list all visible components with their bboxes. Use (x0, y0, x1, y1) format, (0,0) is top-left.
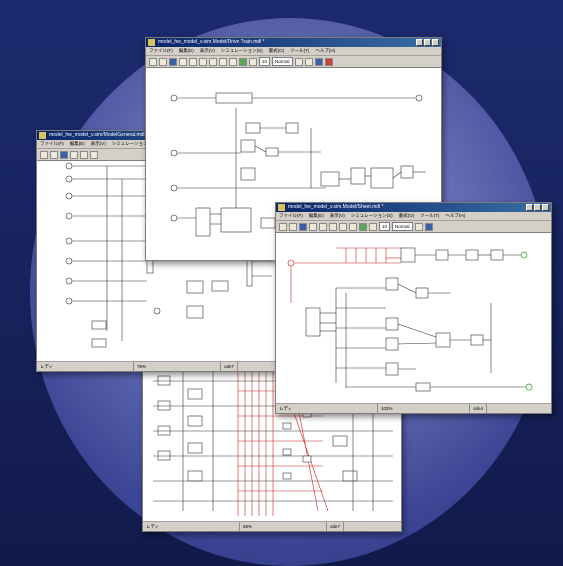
menu-edit[interactable]: 編集(E) (308, 213, 324, 218)
window-title: model_hw_model_v.sim.Model/Sheet.mdl * (288, 204, 384, 210)
status-zoom: 103% (378, 404, 470, 413)
menu-format[interactable]: 書式(O) (268, 48, 285, 53)
copy-icon[interactable] (199, 57, 207, 66)
new-icon[interactable] (279, 222, 287, 231)
minimize-button[interactable] (416, 39, 423, 46)
sim-mode-select[interactable]: Normal (272, 57, 293, 66)
copy-icon[interactable] (329, 222, 337, 231)
status-ready: レディ (276, 404, 378, 413)
menu-edit[interactable]: 編集(E) (69, 141, 85, 146)
app-icon (278, 204, 285, 211)
window-title: model_hw_model_v.sim/ModelGeneral.mdl (49, 132, 145, 138)
app-icon (148, 39, 155, 46)
stop-time-input[interactable]: 10 (259, 57, 271, 66)
sim-mode-select[interactable]: Normal (392, 222, 413, 231)
window-controls (416, 39, 439, 46)
status-ready: レディ (143, 522, 240, 531)
app-icon (39, 132, 46, 139)
library-icon[interactable] (294, 57, 303, 66)
menu-bar-top: ファイル(F) 編集(E) 表示(V) シミュレーション(S) 書式(O) ツー… (146, 47, 441, 56)
menu-file[interactable]: ファイル(F) (40, 141, 64, 146)
status-zoom: 59% (240, 522, 327, 531)
window-controls (526, 204, 549, 211)
menu-tools[interactable]: ツール(T) (290, 48, 310, 53)
paste-icon[interactable] (339, 222, 347, 231)
menu-edit[interactable]: 編集(E) (178, 48, 194, 53)
open-icon[interactable] (159, 57, 167, 66)
status-solver: ode7 (221, 362, 239, 371)
status-solver: ode7 (327, 522, 345, 531)
print-icon[interactable] (179, 57, 187, 66)
menu-view[interactable]: 表示(V) (199, 48, 215, 53)
open-icon[interactable] (289, 222, 297, 231)
debug-icon[interactable] (314, 57, 323, 66)
title-bar-top[interactable]: model_hw_model_v.sim.Model/Drive Train.m… (146, 38, 441, 47)
record-icon[interactable] (324, 57, 333, 66)
copy-icon[interactable] (90, 150, 98, 159)
close-button[interactable] (432, 39, 439, 46)
menu-bar-right: ファイル(F) 編集(E) 表示(V) シミュレーション(S) 書式(O) ツー… (276, 212, 551, 221)
menu-simulation[interactable]: シミュレーション(S) (111, 141, 154, 146)
save-icon[interactable] (60, 150, 68, 159)
save-icon[interactable] (299, 222, 307, 231)
stop-icon[interactable] (249, 57, 257, 66)
stop-time-input[interactable]: 10 (379, 222, 391, 231)
explorer-icon[interactable] (304, 57, 313, 66)
menu-view[interactable]: 表示(V) (90, 141, 106, 146)
menu-file[interactable]: ファイル(F) (279, 213, 303, 218)
cut-icon[interactable] (189, 57, 197, 66)
debug-icon[interactable] (424, 222, 433, 231)
diagram-canvas-right[interactable] (276, 233, 551, 404)
menu-help[interactable]: ヘルプ(H) (315, 48, 336, 53)
open-icon[interactable] (50, 150, 58, 159)
window-title: model_hw_model_v.sim.Model/Drive Train.m… (158, 39, 265, 45)
save-icon[interactable] (169, 57, 177, 66)
maximize-button[interactable] (534, 204, 541, 211)
play-icon[interactable] (359, 222, 367, 231)
menu-tools[interactable]: ツール(T) (420, 213, 440, 218)
menu-view[interactable]: 表示(V) (329, 213, 345, 218)
status-solver: ode4 (470, 404, 488, 413)
toolbar-right: 10 Normal (276, 221, 551, 233)
cut-icon[interactable] (319, 222, 327, 231)
status-bar-bottom: レディ 59% ode7 (143, 521, 401, 531)
print-icon[interactable] (70, 150, 78, 159)
menu-format[interactable]: 書式(O) (398, 213, 415, 218)
menu-help[interactable]: ヘルプ(H) (445, 213, 466, 218)
paste-icon[interactable] (209, 57, 217, 66)
library-icon[interactable] (414, 222, 423, 231)
title-bar-right[interactable]: model_hw_model_v.sim.Model/Sheet.mdl * (276, 203, 551, 212)
menu-file[interactable]: ファイル(F) (149, 48, 173, 53)
undo-icon[interactable] (349, 222, 357, 231)
stop-icon[interactable] (369, 222, 377, 231)
diagram-canvas-top[interactable] (146, 68, 441, 260)
status-bar-left: レディ 75% ode7 (37, 361, 289, 371)
play-icon[interactable] (239, 57, 247, 66)
status-zoom: 75% (134, 362, 221, 371)
menu-simulation[interactable]: シミュレーション(S) (350, 213, 393, 218)
window-right[interactable]: model_hw_model_v.sim.Model/Sheet.mdl * フ… (275, 202, 552, 414)
print-icon[interactable] (309, 222, 317, 231)
minimize-button[interactable] (526, 204, 533, 211)
new-icon[interactable] (40, 150, 48, 159)
menu-simulation[interactable]: シミュレーション(S) (220, 48, 263, 53)
maximize-button[interactable] (424, 39, 431, 46)
close-button[interactable] (542, 204, 549, 211)
cut-icon[interactable] (80, 150, 88, 159)
status-ready: レディ (37, 362, 134, 371)
toolbar-top: 10 Normal (146, 56, 441, 68)
redo-icon[interactable] (229, 57, 237, 66)
new-icon[interactable] (149, 57, 157, 66)
undo-icon[interactable] (219, 57, 227, 66)
status-bar-right: レディ 103% ode4 (276, 403, 551, 413)
